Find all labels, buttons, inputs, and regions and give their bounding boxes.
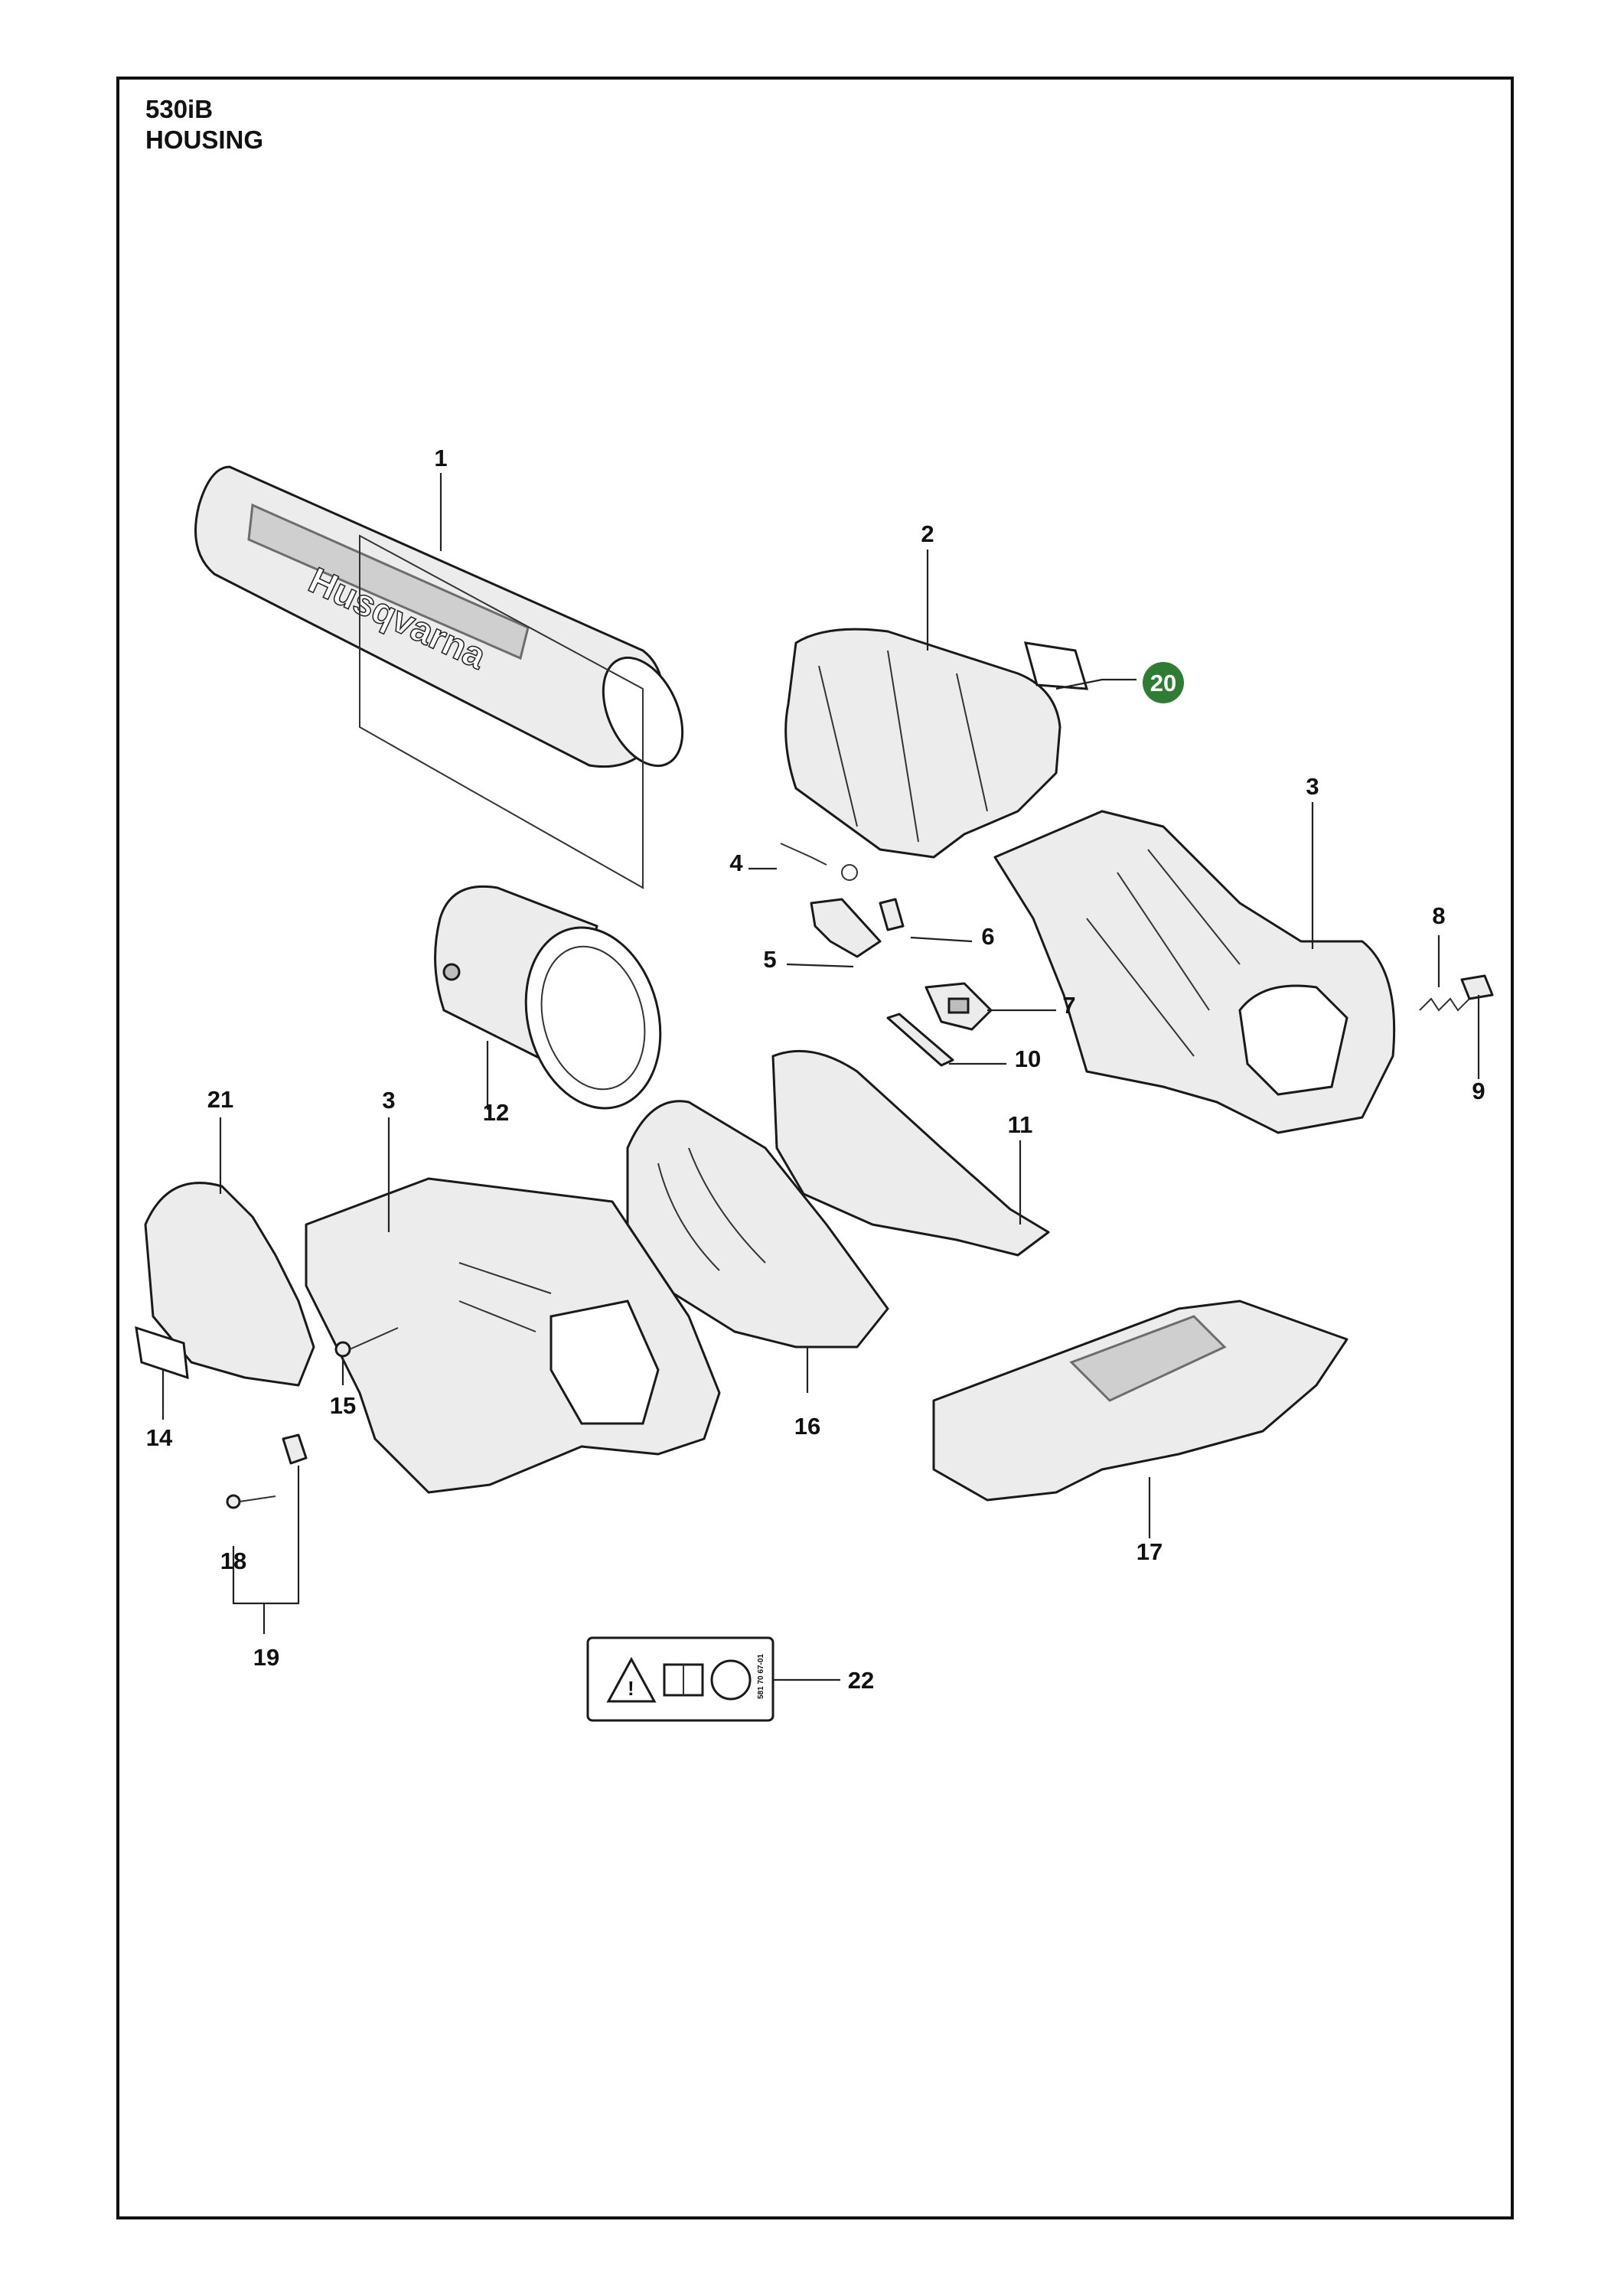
leader-lines (161, 473, 1480, 1681)
part-2-upper-housing[interactable] (784, 628, 1061, 859)
callout-labels: 1 2 3 3 4 5 6 7 8 9 10 11 12 14 15 16 17… (146, 445, 1485, 1694)
callout-11: 11 (1008, 1111, 1033, 1138)
model-title: 530iB (145, 95, 214, 123)
part-22-warning-label[interactable]: ! 581 70 67-01 (586, 1636, 774, 1722)
warning-triangle-icon (606, 1656, 657, 1703)
part-19-hanger[interactable] (282, 1433, 308, 1465)
callout-3-left: 3 (382, 1087, 395, 1114)
callout-5: 5 (763, 946, 776, 973)
part-6-lever[interactable] (879, 898, 905, 931)
callout-3-right: 3 (1306, 773, 1319, 800)
part-3-left-housing[interactable] (305, 1177, 721, 1494)
part-1-assembly-bracket (359, 534, 644, 889)
callout-20: 20 (1150, 670, 1176, 696)
part-21-rear-cover[interactable] (144, 1182, 315, 1387)
callout-16: 16 (794, 1413, 820, 1440)
callout-1: 1 (434, 445, 447, 471)
part-7-switch-module[interactable] (925, 982, 993, 1031)
callout-7: 7 (1062, 992, 1075, 1019)
part-8-spring[interactable] (1419, 997, 1470, 1012)
part-4-torsion-spring[interactable] (780, 843, 858, 881)
ear-eye-protection-icon (710, 1659, 752, 1701)
callout-19: 19 (253, 1644, 279, 1671)
part-11-inner-duct[interactable] (771, 1049, 1050, 1257)
section-title: HOUSING (145, 126, 264, 154)
part-14-decal[interactable] (135, 1326, 189, 1380)
callout-21: 21 (207, 1086, 233, 1113)
callout-2: 2 (921, 520, 934, 547)
part-17-battery-compartment[interactable] (932, 1300, 1348, 1502)
callout-22: 22 (848, 1667, 874, 1694)
part-9-button[interactable] (1460, 974, 1494, 1000)
callout-9: 9 (1472, 1078, 1485, 1104)
callout-10: 10 (1015, 1045, 1041, 1072)
callout-8: 8 (1432, 902, 1445, 929)
callout-18: 18 (220, 1548, 246, 1574)
callout-15: 15 (330, 1392, 356, 1419)
label-code: 581 70 67-01 (757, 1654, 765, 1699)
callout-12: 12 (483, 1099, 509, 1126)
part-18-screw[interactable] (226, 1494, 276, 1509)
part-20-decal[interactable] (1023, 641, 1089, 690)
callout-17: 17 (1136, 1538, 1163, 1565)
callout-14: 14 (146, 1424, 173, 1451)
callout-6: 6 (981, 923, 994, 950)
part-1-blower-tube[interactable]: Husqvarna (194, 465, 699, 778)
warning-mark-icon: ! (628, 1677, 634, 1700)
drawing-frame (116, 77, 1514, 2219)
part-12-tube-inlet[interactable] (434, 885, 680, 1124)
part-5-trigger[interactable] (810, 898, 882, 958)
part-3-right-housing[interactable] (993, 810, 1396, 1134)
callout-20-highlight (1143, 662, 1184, 703)
part-10-cover-plate[interactable] (886, 1013, 954, 1067)
callout-4: 4 (729, 850, 743, 876)
part-15-screw[interactable] (334, 1327, 399, 1358)
part-16-fan-housing[interactable] (626, 1100, 889, 1349)
